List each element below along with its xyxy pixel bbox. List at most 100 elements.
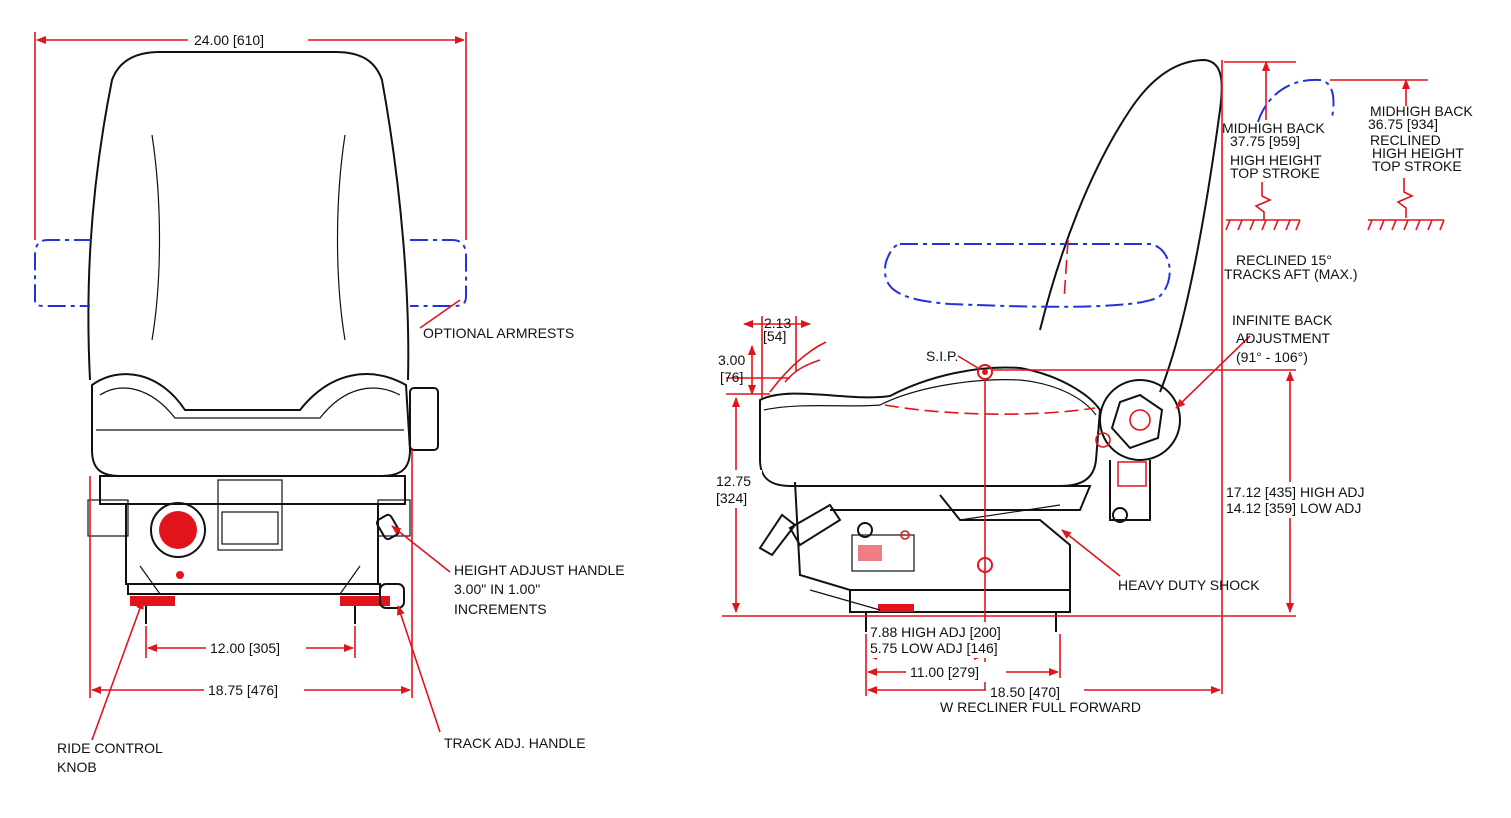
front-armrest-leader <box>419 299 461 329</box>
side-stroke-spring-2 <box>1396 178 1414 218</box>
front-view: 24.00 [610] OPTIONAL ARMRESTS HEIGHT ADJ… <box>34 30 625 775</box>
side-control-panel <box>851 534 915 572</box>
side-overall-depth: 18.50 [470] <box>990 684 1060 700</box>
side-lever-knob <box>1112 507 1128 523</box>
front-backrest-contour-left <box>151 134 161 341</box>
side-recliner-knob <box>1110 393 1164 450</box>
front-height-handle-line2: 3.00" IN 1.00" <box>454 581 540 597</box>
front-armrest-left <box>34 239 92 307</box>
side-sip-fwd-low: 5.75 LOW ADJ [146] <box>870 640 998 656</box>
side-backrest-reclined-outline <box>884 239 1096 415</box>
side-sip-height-low: 14.12 [359] LOW ADJ <box>1226 500 1361 516</box>
side-stroke-hatch-1 <box>1225 219 1301 231</box>
side-ratchet-knob <box>758 513 797 557</box>
side-cushion-arc-inner <box>784 359 821 383</box>
side-shock-leader <box>1061 529 1121 577</box>
side-top-offset-in: 2.13 <box>764 315 791 331</box>
side-mount-label-bg <box>906 662 1006 682</box>
front-armrests-label: OPTIONAL ARMRESTS <box>423 325 574 341</box>
side-high-height-1: HIGH HEIGHT <box>1230 152 1322 168</box>
side-cushion-rise-mm: [76] <box>720 369 743 385</box>
side-back-adjust-2: ADJUSTMENT <box>1236 330 1331 346</box>
front-track-handle-label: TRACK ADJ. HANDLE <box>444 735 586 751</box>
side-cushion-seam <box>763 379 1097 416</box>
side-pivot-front <box>1095 432 1111 448</box>
side-view: S.I.P. 2.13 [54] 3.00 [76] 12.75 [324] 1… <box>712 58 1473 715</box>
side-shock <box>959 504 1061 521</box>
front-height-handle-line1: HEIGHT ADJUST HANDLE <box>454 562 625 578</box>
side-sip-height-high: 17.12 [435] HIGH ADJ <box>1226 484 1365 500</box>
side-shock-label: HEAVY DUTY SHOCK <box>1118 577 1260 593</box>
side-sip-leader <box>957 355 979 369</box>
front-overall-width: 24.00 [610] <box>194 32 264 48</box>
front-base-label-bg <box>204 680 304 700</box>
side-front-height-label-bg <box>712 470 762 508</box>
front-track-handle <box>379 583 405 609</box>
front-ride-control-line2: KNOB <box>57 759 97 775</box>
front-base-width: 18.75 [476] <box>208 682 278 698</box>
side-back-adjust-3: (91° - 106°) <box>1236 349 1308 365</box>
front-height-handle <box>376 513 400 541</box>
side-back-bracket <box>1109 460 1151 521</box>
front-track-foot-right <box>340 596 390 606</box>
side-reclined-midhigh-value: 36.75 [934] <box>1368 116 1438 132</box>
front-track-label-bg <box>206 638 306 658</box>
front-housing-inner <box>217 479 283 551</box>
front-track-handle-leader <box>397 605 441 733</box>
side-depth-label-bg <box>986 680 1084 700</box>
side-seat-pan <box>800 485 1092 511</box>
side-backrest-outline <box>1039 58 1223 393</box>
side-top-offset-mm: [54] <box>763 328 786 344</box>
front-frame-tab-left <box>87 499 129 537</box>
side-recliner-hub <box>1099 379 1181 461</box>
front-track-spacing: 12.00 [305] <box>210 640 280 656</box>
side-cushion-rise-in: 3.00 <box>718 352 745 368</box>
side-panel-knob <box>857 522 873 538</box>
front-label-plate <box>221 511 279 545</box>
front-ride-control-line1: RIDE CONTROL <box>57 740 163 756</box>
side-stroke-hatch-2 <box>1367 219 1445 231</box>
front-backrest-side-knob <box>409 387 439 451</box>
side-reclined-label: RECLINED <box>1370 132 1441 148</box>
front-track-foot-left <box>130 596 175 606</box>
side-front-height-in: 12.75 <box>716 473 751 489</box>
side-front-height-mm: [324] <box>716 490 747 506</box>
side-backrest-reclined-top <box>1257 78 1335 123</box>
side-depth-note: W RECLINER FULL FORWARD <box>940 699 1141 715</box>
side-adjust-label-plate <box>1117 461 1147 487</box>
side-sip-fwd-high: 7.88 HIGH ADJ [200] <box>870 624 1001 640</box>
side-track-rod <box>809 589 881 611</box>
side-armrest-optional <box>884 243 1171 308</box>
front-height-handle-line3: INCREMENTS <box>454 601 547 617</box>
side-sip-fwd-label-bg <box>868 622 1048 658</box>
front-ride-control-knob-face <box>159 511 197 549</box>
side-stroke-spring-1 <box>1254 182 1272 220</box>
side-height-handle <box>788 503 842 547</box>
side-high-height-2: HIGH HEIGHT <box>1372 145 1464 161</box>
side-back-adjust-leader <box>1175 335 1251 409</box>
side-suspension-body <box>794 481 1071 591</box>
side-recliner-pivot <box>1129 409 1151 431</box>
side-track-lever <box>878 604 914 612</box>
side-control-label <box>858 545 882 561</box>
front-scissor-right <box>339 565 361 595</box>
front-lower-rail <box>127 583 381 595</box>
side-top-stroke-2: TOP STROKE <box>1372 158 1462 174</box>
front-width-label-bg <box>188 30 308 50</box>
front-pivot-dot <box>176 571 184 579</box>
side-top-stroke-1: TOP STROKE <box>1230 165 1320 181</box>
side-midhigh-label: MIDHIGH BACK <box>1222 120 1325 136</box>
side-sip-height-label-bg <box>1224 482 1404 518</box>
front-armrest-right <box>410 239 467 307</box>
side-reclined-note-2: TRACKS AFT (MAX.) <box>1224 266 1358 282</box>
side-cushion-outline <box>759 366 1102 487</box>
side-cushion-arc <box>769 341 827 393</box>
front-cushion-seam <box>99 387 401 419</box>
side-sip-point-core <box>982 369 988 375</box>
front-backrest-outline <box>87 51 410 381</box>
front-scissor-left <box>139 565 161 595</box>
side-reclined-note-1: RECLINED 15° <box>1236 252 1332 268</box>
side-midhigh-value: 37.75 [959] <box>1230 133 1300 149</box>
side-sip-point <box>977 364 993 380</box>
front-height-handle-leader <box>391 525 451 573</box>
